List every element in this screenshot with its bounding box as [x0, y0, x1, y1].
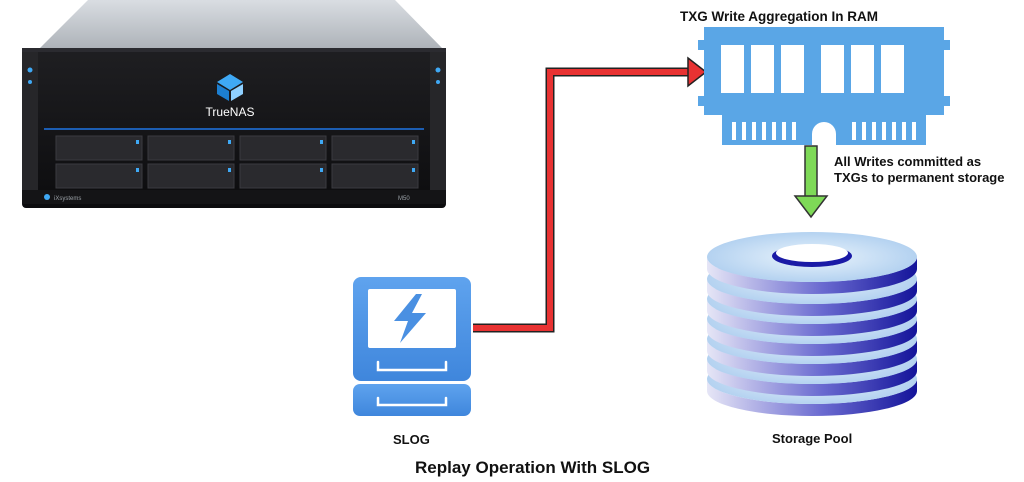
server-left-ear	[22, 52, 38, 202]
commit-arrow	[793, 145, 829, 219]
storage-pool-label: Storage Pool	[772, 431, 853, 446]
server-top-panel	[40, 0, 442, 48]
disk-platter-top	[707, 232, 917, 294]
replay-arrow	[473, 56, 708, 333]
server-brand: TrueNAS	[206, 105, 255, 119]
commit-note-line-1: All Writes committed as	[834, 154, 982, 169]
lightning-icon	[394, 294, 426, 343]
storage-pool-icon	[707, 232, 917, 416]
ram-title: TXG Write Aggregation In RAM	[680, 9, 878, 24]
server-vendor-badge: iXsystems	[54, 196, 81, 202]
slog-drive-icon	[353, 277, 471, 416]
diagram-caption: Replay Operation With SLOG	[415, 458, 651, 477]
server-model: M50	[398, 196, 410, 202]
commit-note-line-2: TXGs to permanent storage	[834, 170, 1005, 185]
truenas-logo-icon	[217, 74, 243, 101]
slog-label: SLOG	[393, 432, 430, 447]
commit-note: All Writes committed as TXGs to permanen…	[834, 154, 1004, 186]
ram-module-icon	[698, 27, 950, 146]
truenas-server	[22, 0, 446, 208]
drive-bays	[55, 135, 419, 189]
server-right-ear	[430, 52, 446, 202]
